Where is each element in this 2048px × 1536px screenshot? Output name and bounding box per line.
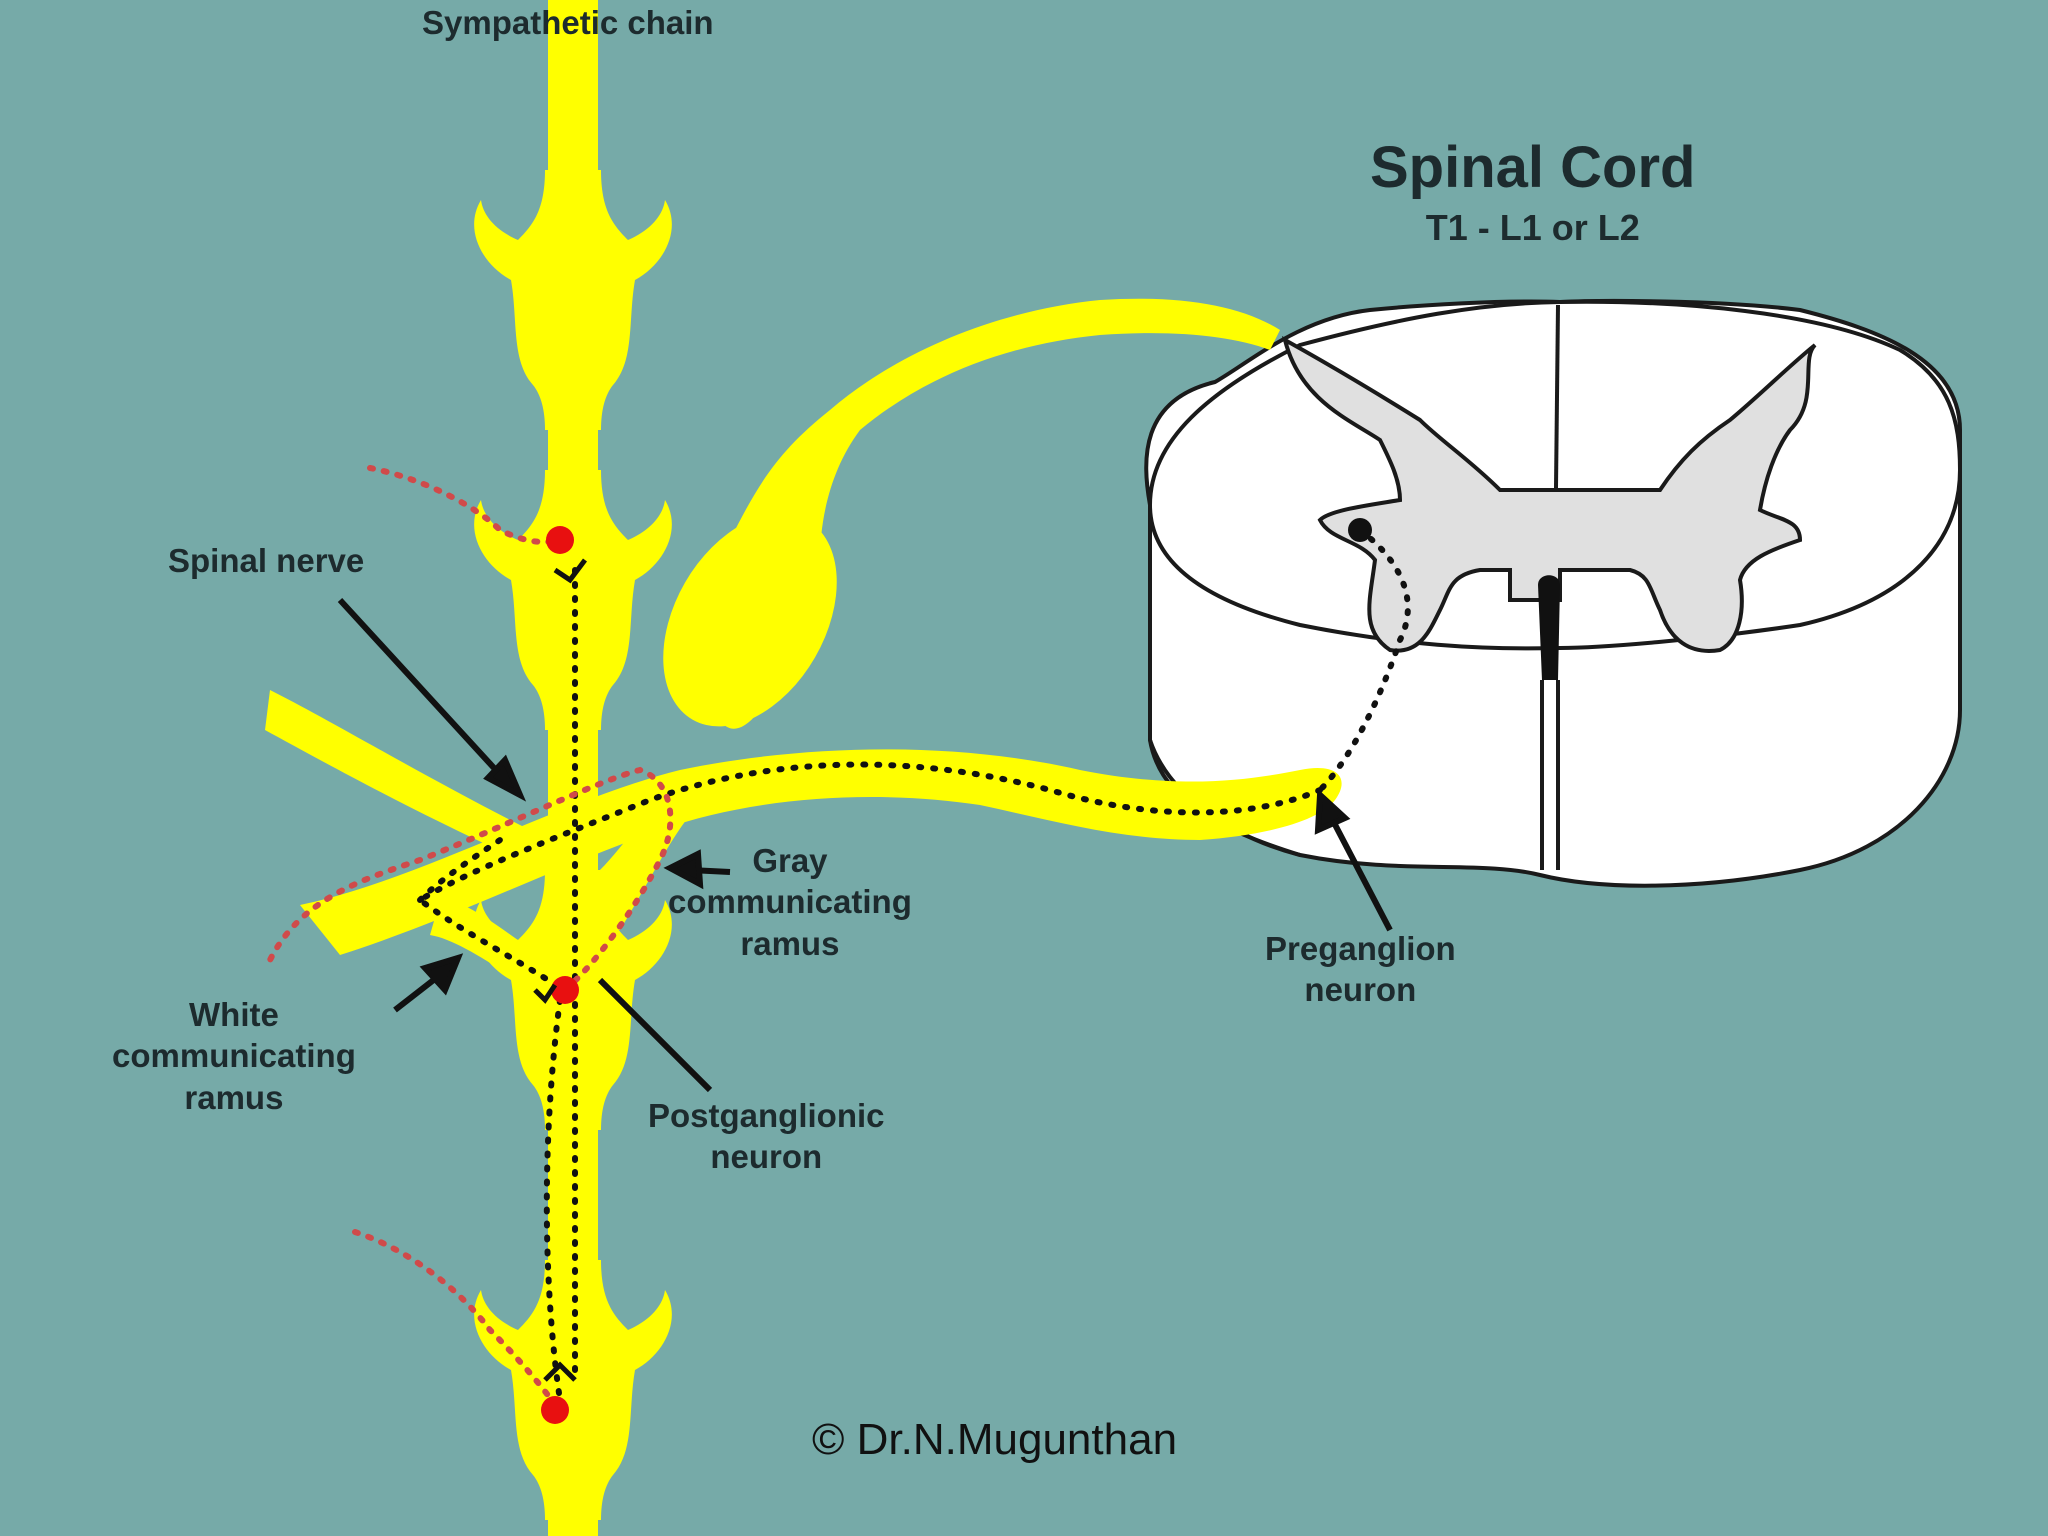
preganglionic-path — [414, 527, 1411, 1403]
spinal-cord-title: Spinal Cord — [1370, 135, 1696, 200]
gray-ramus-line-2: communicating — [668, 883, 912, 921]
spinal-cord — [1144, 298, 1963, 888]
postganglionic-path — [267, 465, 674, 1408]
postganglionic-cell-body-upper — [546, 526, 574, 554]
dorsal-root — [698, 298, 1280, 729]
gray-communicating-ramus-shape — [595, 800, 690, 930]
gray-matter — [1281, 336, 1817, 653]
gray-ramus-arrowhead — [663, 849, 704, 890]
copyright-notice: © Dr.N.Mugunthan — [812, 1415, 1178, 1464]
white-ramus-line-2: communicating — [112, 1037, 356, 1075]
postganglionic-cell-body-lower — [541, 1396, 569, 1424]
spinal-cord-heading: Spinal Cord T1 - L1 or L2 — [1370, 132, 1695, 250]
white-ramus-arrowhead — [419, 953, 464, 996]
postganglionic-cell-body-middle — [551, 976, 579, 1004]
dorsal-median-sulcus — [1554, 304, 1560, 489]
preganglion-line-2: neuron — [1304, 971, 1417, 1009]
gray-ramus-line-1: Gray — [752, 842, 828, 879]
spinal-nerve-arrowhead — [483, 754, 527, 802]
pointer-arrows — [337, 597, 1393, 1093]
dorsal-ramus — [265, 690, 530, 860]
ventral-fissure — [1540, 680, 1560, 870]
preganglion-neuron-label: Preganglion neuron — [1265, 928, 1456, 1011]
sympathetic-chain-label: Sympathetic chain — [422, 4, 714, 41]
preganglion-arrowhead — [1314, 788, 1351, 835]
synapse-marks — [533, 558, 587, 1382]
preganglionic-cell-body — [1348, 518, 1372, 542]
postganglionic-line-2: neuron — [710, 1138, 823, 1176]
spinal-nerve — [300, 749, 1342, 955]
postganglionic-neuron-label: Postganglionic neuron — [648, 1095, 885, 1178]
preganglion-line-1: Preganglion — [1265, 930, 1456, 967]
dorsal-root-ganglion — [663, 513, 837, 727]
gray-ramus-line-3: ramus — [740, 924, 840, 962]
postganglionic-line-1: Postganglionic — [648, 1097, 885, 1134]
upper-ganglion — [474, 170, 672, 430]
spinal-nerve-label: Spinal nerve — [168, 542, 365, 579]
white-ramus-line-3: ramus — [184, 1078, 284, 1116]
white-ramus-line-1: White — [189, 996, 279, 1033]
gray-communicating-ramus-label: Gray communicating ramus — [668, 840, 912, 964]
central-canal — [1538, 575, 1560, 680]
spinal-cord-levels: T1 - L1 or L2 — [1425, 206, 1640, 248]
white-communicating-ramus-label: White communicating ramus — [112, 994, 356, 1118]
spinal-cord-bottom-edge — [1148, 470, 1962, 740]
